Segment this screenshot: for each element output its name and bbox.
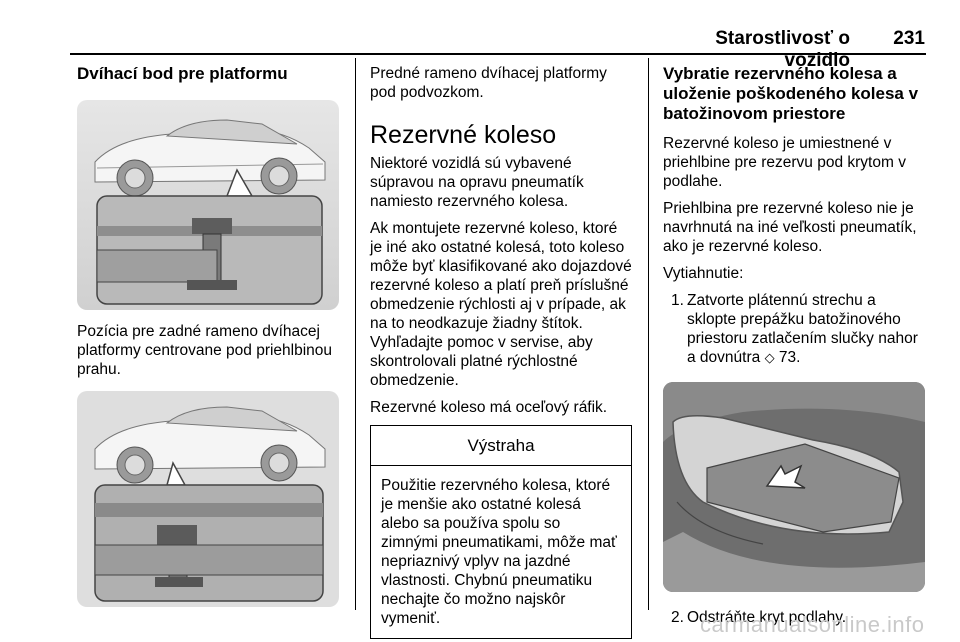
- warning-title: Výstraha: [371, 426, 631, 466]
- page-number: 231: [893, 28, 925, 49]
- warning-text: Použitie rezervného kolesa, ktoré je men…: [381, 477, 617, 627]
- car-front-lift-illustration: [77, 391, 339, 607]
- step-2-number: 2.: [671, 609, 684, 626]
- column-2: Predné rameno dvíhacej platformy pod pod…: [370, 64, 632, 639]
- page-header-title: Starostlivosť o vozidlo: [715, 28, 850, 71]
- car-rear-lift-illustration: [77, 100, 339, 310]
- column-divider-1: [355, 58, 356, 610]
- spare-para-2: Ak montujete rezervné koleso, ktoré je i…: [370, 220, 632, 389]
- column-1: Dvíhací bod pre platformu Pozícia pre za…: [77, 64, 345, 607]
- spare-para-3: Rezervné koleso má oceľový ráfik.: [370, 399, 608, 416]
- lift-point-heading: Dvíhací bod pre platformu: [77, 64, 288, 83]
- column-divider-2: [648, 58, 649, 610]
- step-1: 1. Zatvorte plátennú strechu a sklopte p…: [663, 291, 927, 368]
- header-rule: [70, 53, 926, 55]
- removal-para-2: Priehlbina pre rezervné koleso nie je na…: [663, 200, 917, 255]
- step-1-number: 1.: [671, 292, 684, 309]
- removal-heading: Vybratie rezervného kolesa a uloženie po…: [663, 64, 919, 123]
- spare-para-1: Niektoré vozidlá sú vybavené súpravou na…: [370, 155, 584, 210]
- removal-para-1: Rezervné koleso je umiestnené v priehlbi…: [663, 135, 906, 190]
- removal-para-3: Vytiahnutie:: [663, 265, 744, 282]
- step-1-text: Zatvorte plátennú strechu a sklopte prep…: [687, 292, 918, 366]
- step-1-page-ref: 73.: [778, 349, 801, 366]
- step-2-text: Odstráňte kryt podlahy.: [687, 609, 847, 626]
- rear-lift-caption: Pozícia pre zadné rameno dvíhacej platfo…: [77, 323, 333, 378]
- spare-wheel-heading: Rezervné koleso: [370, 121, 557, 149]
- front-lift-caption: Predné rameno dvíhacej platformy pod pod…: [370, 65, 607, 101]
- trunk-floor-cover-illustration: [663, 382, 925, 592]
- column-3: Vybratie rezervného kolesa a uloženie po…: [663, 64, 927, 635]
- watermark: carmanualsonline.info: [700, 612, 925, 637]
- page-reference-icon: ◇: [764, 351, 775, 366]
- step-2: 2. Odstráňte kryt podlahy.: [663, 608, 927, 627]
- warning-box: Výstraha Použitie rezervného kolesa, kto…: [370, 425, 632, 639]
